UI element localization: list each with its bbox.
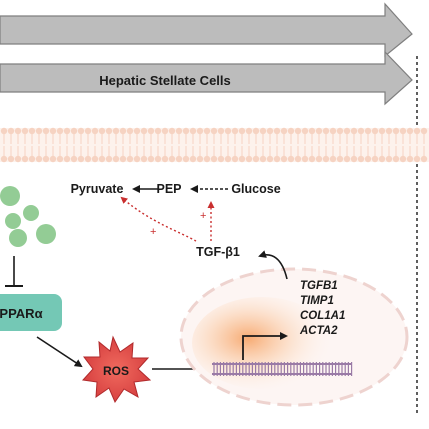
- pyruvate-label: Pyruvate: [71, 182, 124, 196]
- lipid-droplets: [0, 186, 56, 247]
- hepatic-stellate-cells-label: Hepatic Stellate Cells: [99, 73, 231, 88]
- plus-sign-right: +: [200, 210, 206, 222]
- transcription-start-arrow: [242, 332, 288, 360]
- ros-label: ROS: [103, 364, 129, 378]
- gene-label: TGFB1: [300, 280, 338, 292]
- hepatic-stellate-cells-arrow: [0, 50, 413, 106]
- genes-to-tgf-arrow: [258, 250, 288, 280]
- lipid-droplet: [9, 229, 27, 247]
- ppar-alpha-label: PPARα: [0, 306, 43, 321]
- lipid-droplet: [5, 213, 21, 229]
- cell-membrane: [0, 127, 429, 163]
- lipid-droplet: [23, 205, 39, 221]
- inhibition-arrow: [5, 256, 23, 287]
- ppar-alpha-box: [0, 294, 62, 331]
- gene-label: TIMP1: [300, 295, 334, 307]
- ppar-to-ros-arrow: [36, 336, 83, 368]
- gene-label: COL1A1: [300, 310, 345, 322]
- pep-label: PEP: [156, 182, 181, 196]
- lipid-droplet: [36, 224, 56, 244]
- lipid-droplet: [0, 186, 20, 206]
- ros-burst: [81, 335, 152, 404]
- glucose-label: Glucose: [231, 182, 280, 196]
- gene-label: ACTA2: [299, 325, 338, 337]
- top-grey-arrow: [0, 2, 413, 58]
- plus-sign-left: +: [150, 226, 156, 238]
- tgf-beta1-label: TGF-β1: [196, 245, 240, 259]
- dna-strand: [212, 362, 353, 376]
- tgf-to-pep-pyruvate-arrow: [120, 196, 197, 242]
